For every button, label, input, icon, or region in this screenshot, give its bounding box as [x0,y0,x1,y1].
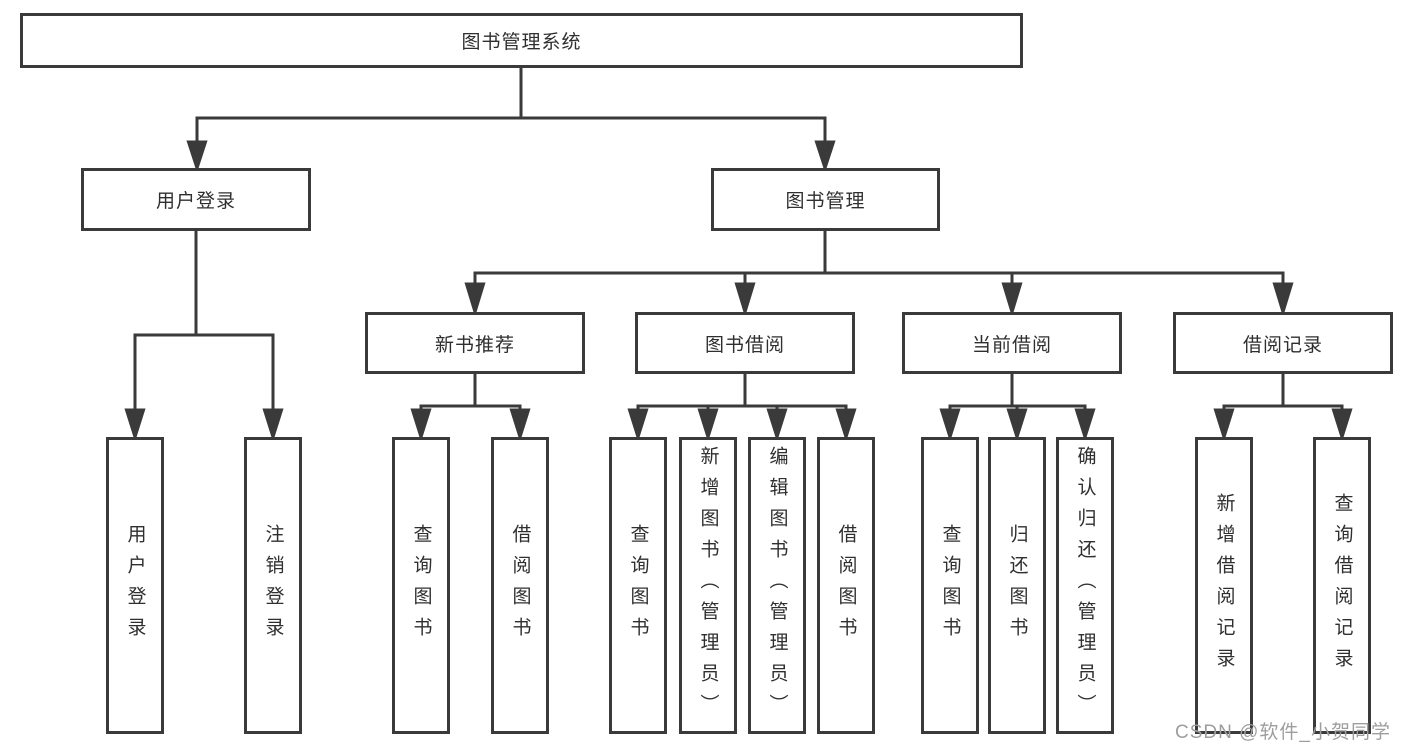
connector-borrow-records-children [1213,374,1353,442]
node-book-borrow: 图书借阅 [635,312,855,374]
node-leaf-confirm-return: 确认归还（管理员） [1056,437,1114,734]
node-leaf-user-login: 用户登录 [106,437,164,734]
node-book-management: 图书管理 [711,168,940,231]
node-user-login: 用户登录 [81,168,311,231]
node-borrow-records: 借阅记录 [1173,312,1393,374]
node-leaf-logout: 注销登录 [244,437,302,734]
connector-new-book-children [410,374,531,442]
node-leaf-edit-books-admin: 编辑图书（管理员） [748,437,806,734]
connector-current-borrow-children [939,374,1096,442]
node-leaf-query-books-1: 查询图书 [392,437,450,734]
node-leaf-borrow-books-1: 借阅图书 [491,437,549,734]
node-leaf-query-books-2: 查询图书 [609,437,667,734]
connector-book-management-to-level3 [464,231,1294,318]
node-leaf-add-books-admin: 新增图书（管理员） [679,437,737,734]
node-leaf-query-books-3: 查询图书 [921,437,979,734]
csdn-watermark: CSDN @软件_小贺同学 [1175,722,1391,743]
node-leaf-add-borrow-record: 新增借阅记录 [1195,437,1253,734]
node-new-book-recommend: 新书推荐 [365,312,585,374]
connector-book-borrow-children [627,374,857,442]
node-current-borrow: 当前借阅 [902,312,1122,374]
node-leaf-return-books: 归还图书 [988,437,1046,734]
node-leaf-borrow-books-2: 借阅图书 [817,437,875,734]
connector-user-login-children [124,231,284,442]
connector-root-to-level2 [186,68,836,173]
node-root: 图书管理系统 [20,13,1023,68]
node-leaf-query-borrow-record: 查询借阅记录 [1313,437,1371,734]
